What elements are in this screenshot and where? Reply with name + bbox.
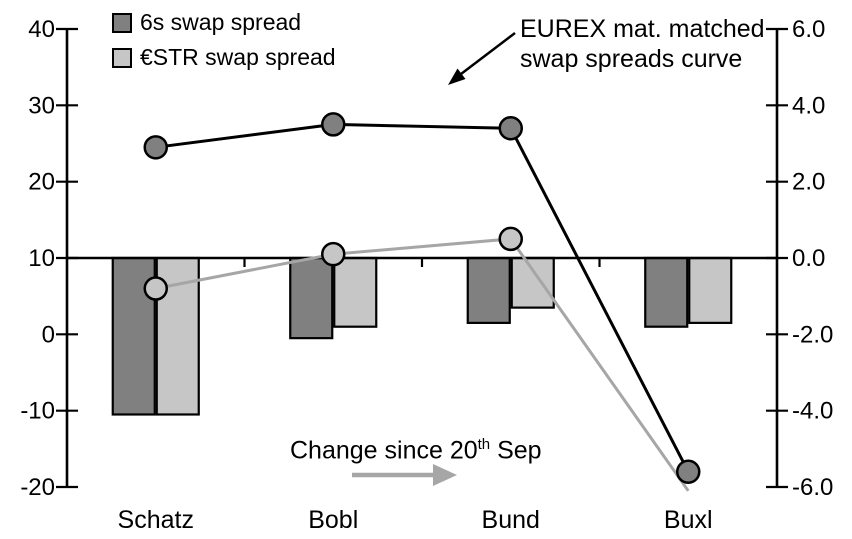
category-label-buxl: Buxl [664, 506, 713, 534]
bar-estr-change-bobl [333, 256, 378, 328]
annotation-eurex-line2: swap spreads curve [520, 45, 743, 73]
right-axis-label-6.0: 6.0 [792, 16, 825, 43]
eurex-arrow-shaft-icon [460, 32, 516, 75]
right-axis-label--2.0: -2.0 [792, 321, 833, 348]
legend-item-6s: 6s swap spread [112, 11, 336, 34]
right-axis-label-2.0: 2.0 [792, 169, 825, 196]
left-axis-label-40: 40 [28, 16, 55, 43]
legend-label-6s: 6s swap spread [140, 9, 302, 35]
annotation-change-prefix: Change since 20 [290, 436, 478, 465]
marker-6s-level-bund [498, 115, 523, 141]
bar-estr-change-buxl [688, 256, 733, 324]
left-axis-label-0: 0 [42, 321, 55, 348]
marker-6s-level-buxl [676, 459, 701, 484]
left-axis-label-30: 30 [28, 92, 55, 119]
annotation-change-since: Change since 20th Sep [290, 436, 542, 465]
legend-swatch-estr-icon [112, 47, 132, 68]
bar-6s-change-bobl [289, 256, 334, 340]
right-axis-label--6.0: -6.0 [792, 474, 833, 501]
line-estr-level [155, 237, 690, 492]
right-axis-label-4.0: 4.0 [792, 92, 825, 119]
left-axis-label--20: -20 [20, 474, 55, 501]
legend-label-estr: €STR swap spread [140, 44, 336, 70]
annotation-eurex-line1: EUREX mat. matched [520, 15, 765, 43]
annotation-change-suffix: Sep [490, 436, 542, 465]
bar-6s-change-bund [466, 256, 511, 324]
bar-estr-change-bund [510, 256, 555, 309]
line-6s-level [155, 122, 690, 473]
category-label-bund: Bund [482, 506, 540, 534]
marker-estr-level-schatz [143, 276, 168, 301]
category-label-schatz: Schatz [118, 506, 194, 534]
marker-estr-level-bobl [321, 241, 346, 267]
right-axis-label--4.0: -4.0 [792, 398, 833, 425]
legend-item-estr: €STR swap spread [112, 46, 336, 69]
marker-estr-level-bund [498, 226, 523, 252]
category-label-bobl: Bobl [308, 506, 358, 534]
marker-6s-level-schatz [143, 135, 168, 160]
left-axis-label-10: 10 [28, 245, 55, 272]
legend: 6s swap spread €STR swap spread [112, 11, 336, 81]
annotation-change-sup: th [477, 436, 491, 453]
bar-6s-change-buxl [644, 256, 689, 328]
marker-6s-level-bobl [321, 112, 346, 137]
left-axis-label-20: 20 [28, 169, 55, 196]
eurex-arrow-head-icon [448, 68, 466, 85]
annotation-eurex-curve: EUREX mat. matched swap spreads curve [520, 14, 765, 74]
legend-swatch-6s-icon [112, 12, 132, 33]
change-arrow-head-icon [433, 464, 457, 486]
right-axis-label-0.0: 0.0 [792, 245, 825, 272]
left-axis-label--10: -10 [20, 398, 55, 425]
